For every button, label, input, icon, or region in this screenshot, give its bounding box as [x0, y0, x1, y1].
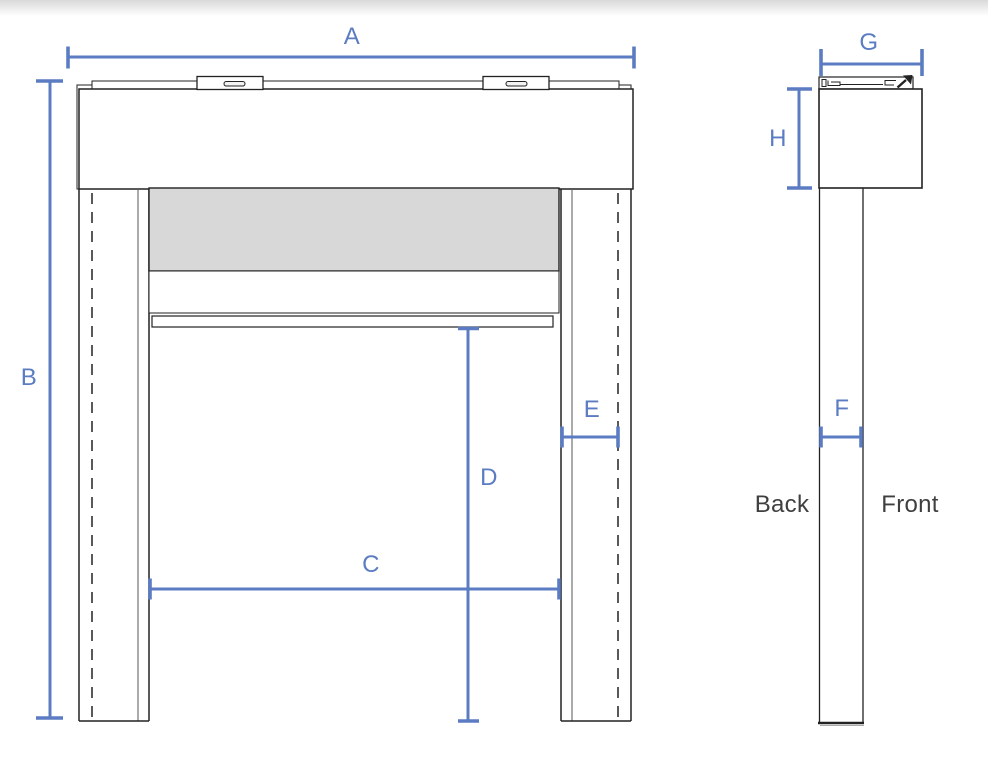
wall-bracket-right: [482, 75, 550, 91]
dim-label-G: G: [859, 29, 879, 56]
bracket-slot-icon: [223, 81, 246, 87]
frieze-panel-gray: [148, 187, 560, 272]
dim-label-C: C: [362, 551, 380, 578]
dim-line-A: [66, 46, 636, 69]
side-header-block: [818, 88, 923, 189]
dim-label-F: F: [834, 395, 850, 422]
orientation-label-front: Front: [881, 491, 939, 518]
dim-label-A: A: [343, 23, 361, 50]
dim-label-B: B: [20, 364, 38, 391]
frieze-panel-white: [148, 270, 560, 314]
front-left-leg: [78, 189, 150, 722]
side-elevation: [818, 75, 923, 726]
dim-label-E: E: [583, 396, 601, 423]
dim-line-H: [787, 87, 812, 190]
dim-label-H: H: [769, 125, 787, 152]
side-fixing-rail: [818, 75, 914, 90]
bracket-slot-icon: [505, 81, 528, 87]
dim-label-D: D: [480, 464, 498, 491]
dim-line-E: [560, 426, 620, 448]
dim-line-B: [36, 79, 63, 720]
opening-lintel-bar: [151, 315, 554, 328]
front-right-leg: [560, 189, 632, 722]
orientation-label-back: Back: [754, 491, 810, 518]
dim-line-C: [148, 578, 561, 600]
bracket-arrow-icon: [896, 75, 913, 89]
dim-line-F: [819, 426, 863, 448]
front-elevation: [76, 75, 634, 722]
front-header-board: [78, 88, 634, 190]
dimension-lines: [36, 46, 924, 723]
dim-line-G: [819, 49, 924, 76]
dim-line-D: [458, 326, 479, 723]
wall-bracket-left: [196, 75, 264, 91]
side-leg: [818, 188, 864, 726]
